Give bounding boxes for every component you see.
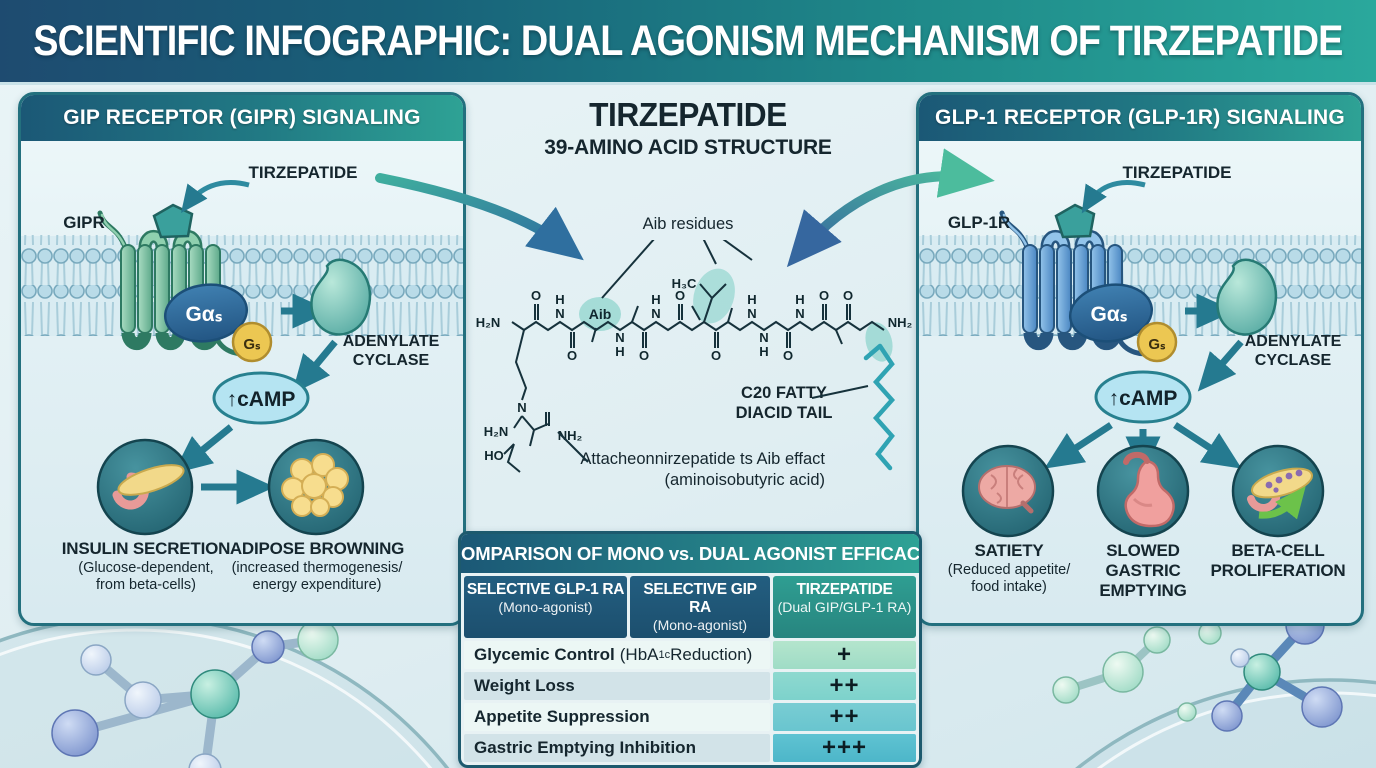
svg-text:N: N	[517, 400, 526, 415]
glp1r-panel: Gαₛ Gₛ ↑cAMP	[916, 92, 1364, 626]
table-row-appetite-suppression: Appetite Suppression	[464, 703, 770, 731]
svg-text:N: N	[555, 306, 564, 321]
gipr-ligand-label: TIRZEPATIDE	[248, 163, 358, 182]
g-alpha-s-badge: Gαₛ	[163, 283, 249, 343]
svg-text:N: N	[759, 330, 768, 345]
adipose-browning-label: ADIPOSE BROWNING (increased thermogenesi…	[229, 539, 405, 594]
svg-text:O: O	[531, 288, 541, 303]
arrow-ligand	[180, 179, 250, 213]
gipr-receptor-label: GIPR	[63, 213, 105, 232]
svg-text:O: O	[819, 288, 829, 303]
svg-text:O: O	[675, 288, 685, 303]
ligand-icon	[1054, 203, 1096, 239]
page-title: SCIENTIFIC INFOGRAPHIC: DUAL AGONISM MEC…	[33, 16, 1343, 65]
g-s-badge: Gₛ	[1136, 321, 1178, 363]
fatty-tail	[863, 343, 896, 471]
svg-text:O: O	[711, 348, 721, 363]
c20-tail-label: C20 FATTY DIACID TAIL	[735, 384, 833, 422]
svg-text:NH₂: NH₂	[888, 315, 913, 330]
title-bar: SCIENTIFIC INFOGRAPHIC: DUAL AGONISM MEC…	[0, 0, 1376, 85]
column-header-tirzepatide: TIRZEPATIDE (Dual GIP/GLP-1 RA)	[773, 576, 916, 638]
svg-text:H: H	[795, 292, 804, 307]
svg-text:N: N	[747, 306, 756, 321]
slowed-gastric-emptying-label: SLOWED GASTRIC EMPTYING	[1099, 541, 1187, 601]
table-row-gastric-emptying: Gastric Emptying Inhibition	[464, 734, 770, 762]
molecule-decoration-left	[51, 619, 339, 768]
svg-text:HO: HO	[484, 448, 504, 463]
svg-text:N: N	[795, 306, 804, 321]
arrow-to-insulin	[173, 424, 234, 474]
svg-text:N: N	[651, 306, 660, 321]
gipr-enzyme-label: ADENYLATE CYCLASE	[342, 333, 440, 369]
table-value-gastric-emptying: +++	[773, 734, 916, 762]
svg-text:H₃C: H₃C	[672, 276, 697, 291]
comparison-table-grid: SELECTIVE GLP-1 RA (Mono-agonist) SELECT…	[461, 573, 919, 765]
comparison-table-title: COMPARISON OF MONO vs. DUAL AGONIST EFFI…	[461, 534, 919, 573]
tirzepatide-title: TIRZEPATIDE	[589, 96, 787, 133]
column-header-glp1ra: SELECTIVE GLP-1 RA (Mono-agonist)	[464, 576, 627, 638]
svg-text:↑cAMP: ↑cAMP	[227, 388, 296, 411]
svg-text:H: H	[615, 344, 624, 359]
tirzepatide-structure: O O O O O O O O NH NH NH NH NH NH H₂N NH…	[476, 240, 913, 473]
beta-cell-icon	[1231, 444, 1325, 538]
stomach-icon	[1096, 444, 1190, 538]
svg-text:H: H	[555, 292, 564, 307]
adipose-icon	[267, 438, 365, 536]
beta-cell-proliferation-label: BETA-CELL PROLIFERATION	[1210, 541, 1346, 581]
arrow-to-camp	[1197, 339, 1244, 392]
gipr-panel: Gαₛ Gₛ ↑cAMP	[18, 92, 466, 626]
svg-text:Gₛ: Gₛ	[243, 336, 261, 353]
svg-text:O: O	[639, 348, 649, 363]
arc-decoration-left	[0, 615, 450, 768]
insulin-secretion-label: INSULIN SECRETION (Glucose-dependent, fr…	[61, 539, 231, 594]
arrow-to-satiety	[1044, 422, 1113, 469]
tirzepatide-subtitle: 39-AMINO ACID STRUCTURE	[544, 136, 832, 159]
arrow-to-betacell	[1173, 422, 1242, 469]
adenylate-cyclase-icon	[1216, 258, 1278, 336]
comparison-table: COMPARISON OF MONO vs. DUAL AGONIST EFFI…	[458, 531, 922, 768]
svg-text:H₂N: H₂N	[484, 424, 509, 439]
svg-text:H: H	[651, 292, 660, 307]
glp1r-ligand-label: TIRZEPATIDE	[1122, 163, 1232, 182]
svg-text:O: O	[567, 348, 577, 363]
glp1r-panel-header: GLP-1 RECEPTOR (GLP-1R) SIGNALING	[919, 95, 1361, 141]
svg-text:O: O	[843, 288, 853, 303]
table-row-weight-loss: Weight Loss	[464, 672, 770, 700]
gipr-panel-header: GIP RECEPTOR (GIPR) SIGNALING	[21, 95, 463, 141]
svg-text:Aib: Aib	[589, 306, 612, 322]
aib-residues-label: Aib residues	[642, 215, 734, 233]
column-header-gipra: SELECTIVE GIP RA (Mono-agonist)	[630, 576, 770, 638]
table-value-weight-loss: ++	[773, 672, 916, 700]
brain-icon	[961, 444, 1055, 538]
arrow-ligand	[1081, 179, 1146, 214]
svg-text:Gₛ: Gₛ	[1148, 336, 1166, 353]
svg-text:H: H	[759, 344, 768, 359]
glp1r-enzyme-label: ADENYLATE CYCLASE	[1244, 333, 1342, 369]
svg-text:H: H	[747, 292, 756, 307]
camp-badge: ↑cAMP	[212, 371, 310, 425]
g-s-badge: Gₛ	[231, 321, 273, 363]
arc-decoration-right	[1075, 678, 1376, 768]
ligand-icon	[152, 203, 194, 239]
svg-text:N: N	[615, 330, 624, 345]
table-value-glycemic-control: +	[773, 641, 916, 669]
glp1r-receptor-label: GLP-1R	[947, 213, 1011, 232]
svg-text:Gαₛ: Gαₛ	[1090, 303, 1127, 326]
camp-badge: ↑cAMP	[1094, 370, 1192, 424]
pancreas-icon	[96, 438, 194, 536]
svg-text:H₂N: H₂N	[476, 315, 501, 330]
table-value-appetite-suppression: ++	[773, 703, 916, 731]
svg-text:O: O	[783, 348, 793, 363]
aib-annotation: Attacheonnirzepatide ts Aib effact (amin…	[580, 450, 825, 490]
svg-text:↑cAMP: ↑cAMP	[1109, 387, 1178, 410]
g-alpha-s-badge: Gαₛ	[1068, 283, 1154, 343]
arrow-to-camp	[292, 339, 338, 394]
adenylate-cyclase-icon	[310, 258, 372, 336]
svg-text:Gαₛ: Gαₛ	[185, 303, 222, 326]
satiety-label: SATIETY (Reduced appetite/ food intake)	[947, 541, 1071, 596]
